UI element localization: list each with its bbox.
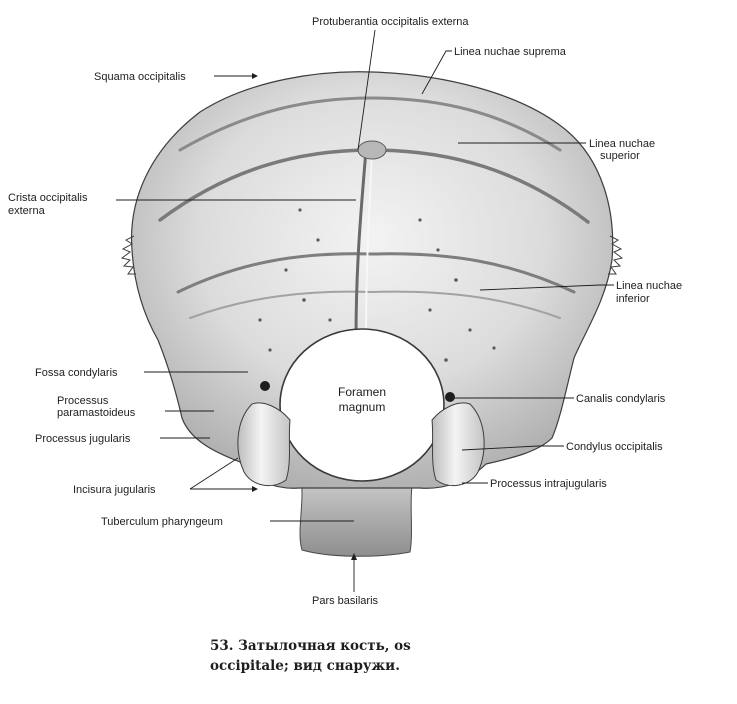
label-crista-1: Crista occipitalis	[8, 192, 88, 204]
leader-lines	[116, 29, 614, 592]
protuberantia-bump	[357, 140, 387, 160]
label-linea-nuchae-suprema: Linea nuchae suprema	[454, 46, 567, 58]
left-condyle-shape	[237, 402, 291, 487]
label-tuberculum-pharyngeum: Tuberculum pharyngeum	[101, 516, 223, 528]
incisura-arrowhead	[252, 486, 258, 492]
labels: Protuberantia occipitalis externa Linea …	[8, 16, 682, 607]
label-pars-basilaris: Pars basilaris	[312, 595, 379, 607]
squama-arrowhead	[252, 73, 258, 79]
label-processus-intrajugularis: Processus intrajugularis	[490, 478, 607, 490]
label-squama-occipitalis: Squama occipitalis	[94, 71, 186, 83]
label-linea-nuchae-superior-2: superior	[600, 150, 640, 162]
label-linea-nuchae-superior-1: Linea nuchae	[589, 138, 655, 150]
label-foramen-2: magnum	[339, 400, 386, 414]
label-paramastoideus-1: Processus	[57, 395, 109, 407]
leader-linea-inferior	[479, 284, 614, 291]
label-crista-2: externa	[8, 205, 46, 217]
leader-linea-suprema	[421, 50, 452, 95]
figure-caption: 53. Затылочная кость, os occipitale; вид…	[210, 638, 411, 674]
pars-basilaris-arrowhead	[351, 553, 357, 560]
label-condylus-occipitalis: Condylus occipitalis	[566, 441, 663, 453]
foramen-magnum-opening	[279, 328, 445, 482]
label-protuberantia: Protuberantia occipitalis externa	[312, 16, 469, 28]
linea-nuchae-suprema-ridge	[178, 96, 562, 152]
crista-highlight	[365, 149, 373, 339]
left-serrated-edge	[120, 235, 136, 275]
label-processus-jugularis: Processus jugularis	[35, 433, 131, 445]
linea-nuchae-inferior-ridge	[176, 252, 576, 294]
leader-condylus	[461, 445, 564, 451]
leader-protuberantia	[357, 29, 376, 151]
squama-occipitalis-shape	[130, 71, 614, 489]
right-condyle-shape	[431, 402, 485, 487]
right-serrated-edge	[608, 235, 624, 275]
bone-illustration	[120, 71, 624, 557]
label-fossa-condylaris: Fossa condylaris	[35, 367, 118, 379]
right-condylar-canal	[445, 392, 455, 402]
label-linea-nuchae-inferior-1: Linea nuchae	[616, 280, 682, 292]
label-incisura-jugularis: Incisura jugularis	[73, 484, 156, 496]
bone-texture-dots	[258, 208, 496, 362]
label-paramastoideus-2: paramastoideus	[57, 407, 136, 419]
label-foramen-1: Foramen	[338, 385, 386, 399]
inferior-ridge-shadow	[189, 290, 561, 319]
pars-basilaris-shape	[299, 471, 415, 557]
leader-incisura-upper	[189, 457, 239, 490]
left-condylar-canal	[260, 381, 270, 391]
crista-occipitalis-crest	[354, 149, 368, 339]
label-linea-nuchae-inferior-2: inferior	[616, 293, 650, 305]
label-canalis-condylaris: Canalis condylaris	[576, 393, 666, 405]
